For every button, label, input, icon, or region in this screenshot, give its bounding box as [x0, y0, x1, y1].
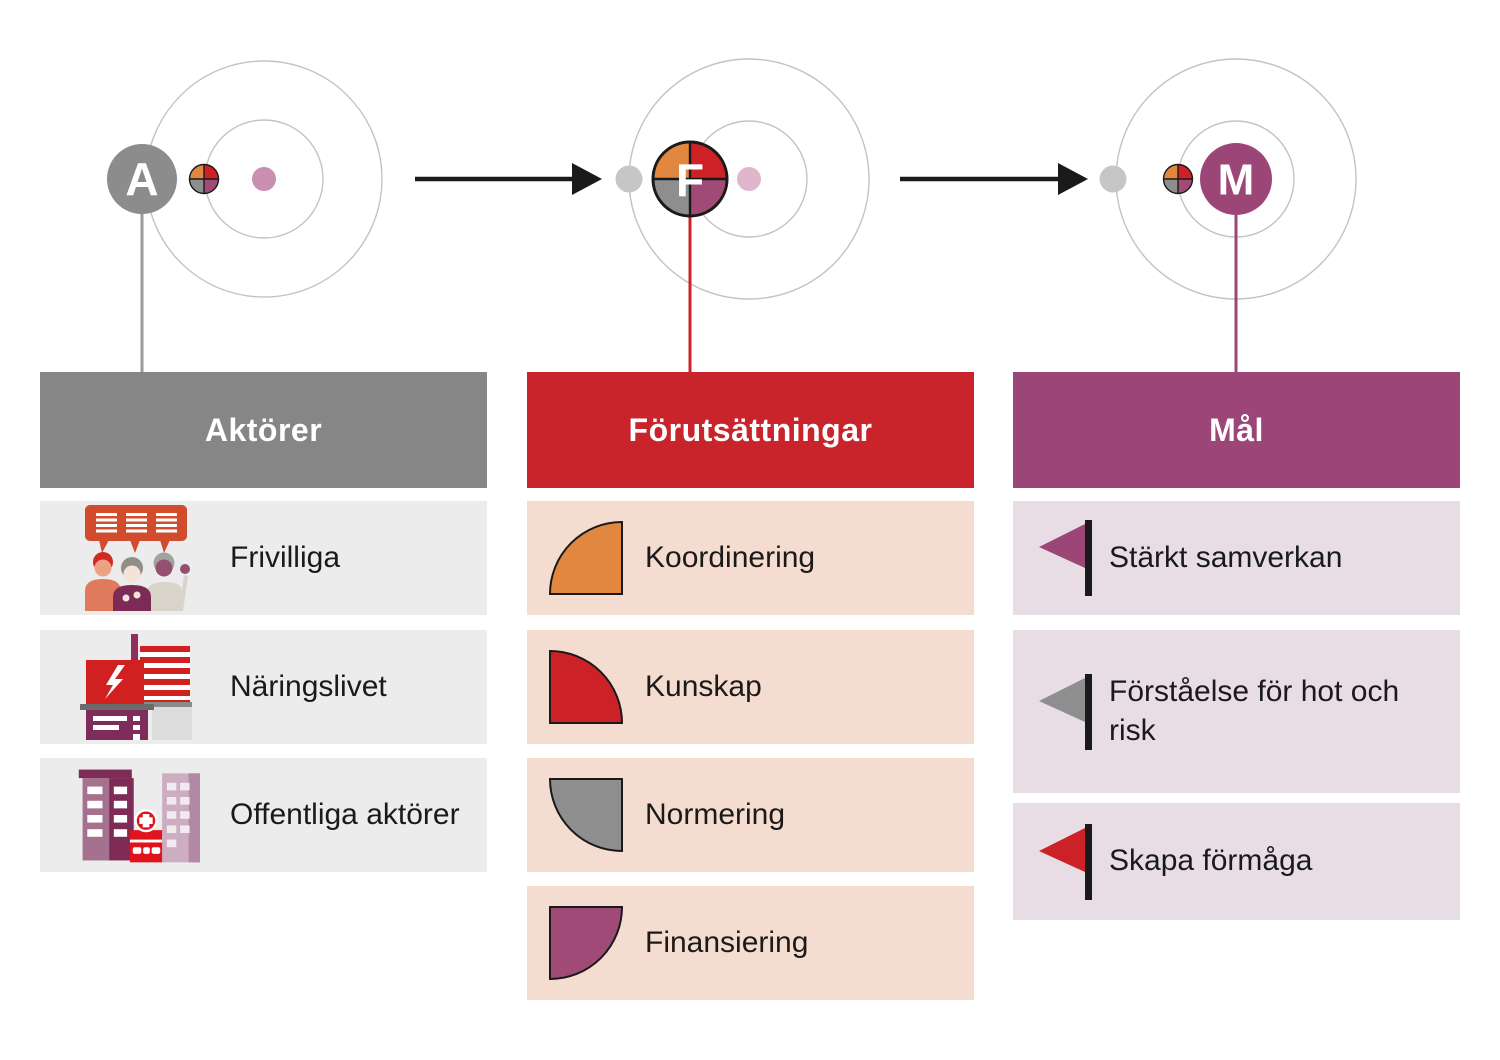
- list-item-label: Förståelse för hot och risk: [1109, 675, 1400, 747]
- list-item-frivilliga: Frivilliga: [40, 501, 487, 615]
- quarter-circle-purple-icon: [549, 906, 623, 980]
- list-item-label: Normering: [645, 797, 786, 831]
- list-item-naringslivet: Näringslivet: [40, 630, 487, 744]
- list-item-normering: Normering: [527, 758, 974, 872]
- list-item-label: Koordinering: [645, 540, 816, 574]
- list-item-label: Skapa förmåga: [1109, 844, 1313, 878]
- orbital-aktorer: A: [107, 60, 383, 372]
- list-item-koordinering: Koordinering: [527, 501, 974, 615]
- quartered-mini-circle: [1162, 163, 1194, 195]
- list-item-label: Finansiering: [645, 925, 809, 959]
- public-buildings-icon: [78, 769, 200, 863]
- list-item-label: Offentliga aktörer: [230, 797, 460, 831]
- orbital-flow-diagram: A: [107, 58, 1357, 372]
- volunteers-icon: [85, 505, 190, 611]
- orbital-forutsattningar: F: [615, 58, 870, 372]
- m-node-letter: M: [1218, 156, 1255, 205]
- list-item-finansiering: Finansiering: [527, 886, 974, 1000]
- quarter-circle-red-icon: [549, 650, 623, 724]
- list-item-forstaelse-hot-risk: Förståelse för hot och risk: [1013, 630, 1460, 793]
- a-node-letter: A: [125, 153, 158, 205]
- list-item-skapa-formaga: Skapa förmåga: [1013, 803, 1460, 920]
- business-buildings-icon: [80, 634, 192, 740]
- list-item-offentliga-aktorer: Offentliga aktörer: [40, 758, 487, 872]
- list-item-starkt-samverkan: Stärkt samverkan: [1013, 501, 1460, 615]
- m-node-circle: M: [1200, 143, 1272, 215]
- column-header-forutsattningar: Förutsättningar: [527, 372, 974, 488]
- gray-orbit-dot: [615, 165, 643, 193]
- quarter-circle-orange-icon: [549, 521, 623, 595]
- flag-red-icon: [1039, 823, 1092, 900]
- quartered-mini-circle: [188, 163, 220, 195]
- f-node-quartered-circle: F: [651, 140, 729, 218]
- pink-center-dot: [252, 167, 276, 191]
- list-item-label: Stärkt samverkan: [1109, 540, 1343, 574]
- list-item-label: Näringslivet: [230, 669, 387, 703]
- arrow-right-icon: [900, 163, 1088, 195]
- arrow-right-icon: [415, 163, 602, 195]
- gray-orbit-dot: [1099, 165, 1127, 193]
- list-item-label: Kunskap: [645, 669, 762, 703]
- flag-purple-icon: [1039, 520, 1092, 596]
- orbital-mal: M: [1099, 58, 1357, 372]
- column-header-mal: Mål: [1013, 372, 1460, 488]
- flag-gray-icon: [1039, 673, 1092, 750]
- pale-pink-center-dot: [737, 167, 761, 191]
- column-header-aktorer: Aktörer: [40, 372, 487, 488]
- f-node-letter: F: [676, 154, 704, 206]
- list-item-kunskap: Kunskap: [527, 630, 974, 744]
- list-item-label: Frivilliga: [230, 540, 341, 574]
- a-node-circle: A: [107, 144, 177, 214]
- quarter-circle-gray-icon: [549, 778, 623, 852]
